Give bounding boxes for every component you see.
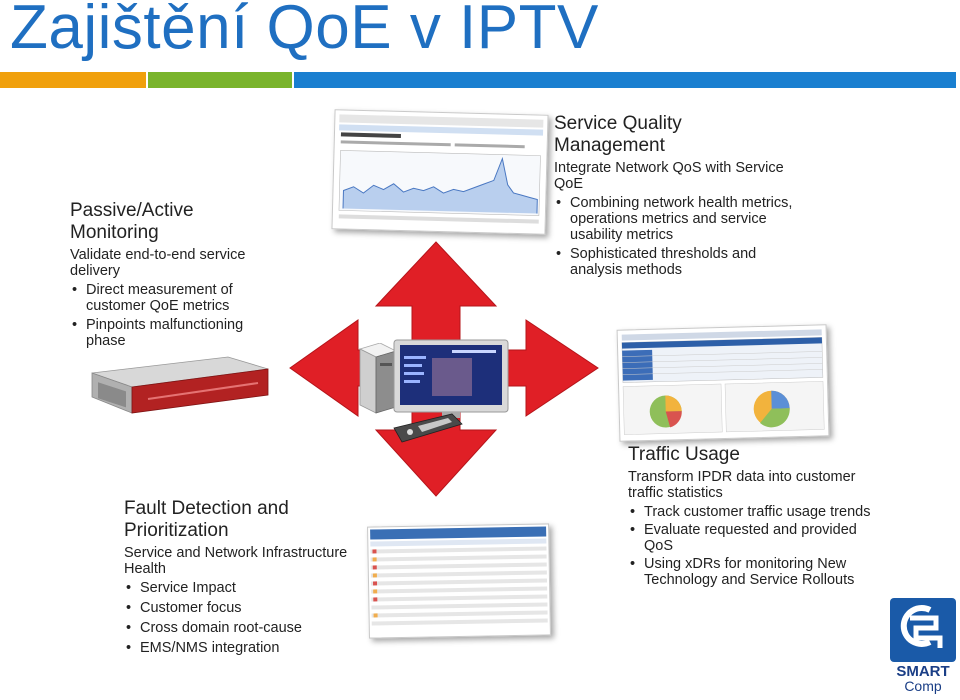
list-item: Sophisticated thresholds and analysis me… <box>554 246 794 278</box>
accent-bar-orange <box>0 72 146 88</box>
list-item: Direct measurement of customer QoE metri… <box>70 282 280 314</box>
traffic-subtitle: Transform IPDR data into customer traffi… <box>628 469 888 501</box>
passive-active-monitoring-block: Passive/Active Monitoring Validate end-t… <box>70 200 280 352</box>
sqm-heading-line2: Management <box>554 135 794 157</box>
list-item: Track customer traffic usage trends <box>628 504 888 520</box>
logo-text-line1: SMART <box>890 664 956 679</box>
server-appliance-icon <box>88 355 272 415</box>
sqm-heading-line1: Service Quality <box>554 113 794 135</box>
fault-heading-line1: Fault Detection and <box>124 498 374 520</box>
tv-screen-icon <box>392 338 510 420</box>
list-item: Combining network health metrics, operat… <box>554 195 794 243</box>
list-item: Pinpoints malfunctioning phase <box>70 317 280 349</box>
traffic-usage-block: Traffic Usage Transform IPDR data into c… <box>628 444 888 590</box>
fault-subtitle: Service and Network Infrastructure Healt… <box>124 545 374 577</box>
fault-detection-block: Fault Detection and Prioritization Servi… <box>124 498 374 660</box>
logo-text-line2: Comp <box>890 679 956 693</box>
list-item: Customer focus <box>124 600 374 616</box>
passive-subtitle: Validate end-to-end service delivery <box>70 247 280 279</box>
remote-control-icon <box>392 412 464 446</box>
list-item: Service Impact <box>124 580 374 596</box>
sqm-subtitle: Integrate Network QoS with Service QoE <box>554 160 794 192</box>
list-item: EMS/NMS integration <box>124 640 374 656</box>
fault-screenshot <box>367 523 551 638</box>
page-title: Zajištění QoE v IPTV <box>10 0 599 63</box>
monitoring-screenshot <box>331 109 548 235</box>
service-quality-management-block: Service Quality Management Integrate Net… <box>554 113 794 281</box>
list-item: Cross domain root-cause <box>124 620 374 636</box>
passive-heading-line1: Passive/Active <box>70 200 280 222</box>
smartcomp-logo: SMART Comp <box>890 598 956 698</box>
list-item: Using xDRs for monitoring New Technology… <box>628 556 888 588</box>
traffic-heading: Traffic Usage <box>628 444 888 466</box>
list-item: Evaluate requested and provided QoS <box>628 522 888 554</box>
logo-mark-icon <box>890 598 956 662</box>
accent-bar-green <box>148 72 292 88</box>
fault-heading-line2: Prioritization <box>124 520 374 542</box>
passive-heading-line2: Monitoring <box>70 222 280 244</box>
accent-bar-blue <box>294 72 956 88</box>
traffic-report-screenshot <box>617 324 830 441</box>
